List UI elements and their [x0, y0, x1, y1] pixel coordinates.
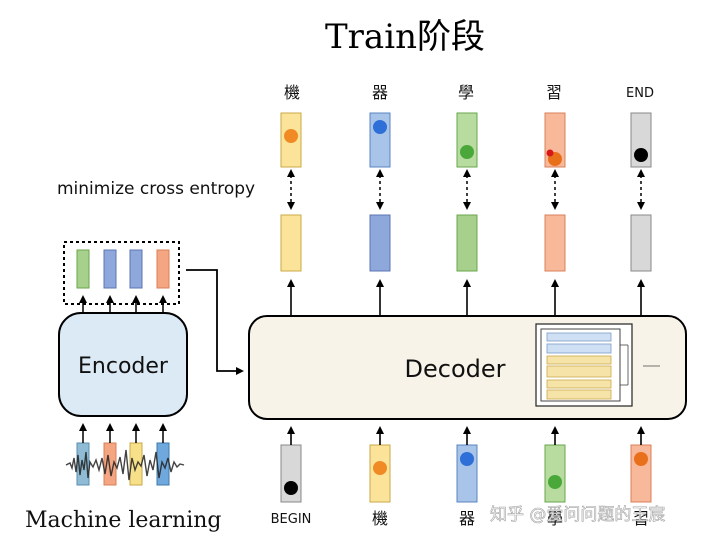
input-label-1: 機	[372, 509, 388, 528]
target-dot-4	[634, 148, 648, 162]
target-label-0: 機	[284, 83, 300, 102]
diagram-title: Train阶段	[325, 17, 485, 57]
decoder-input-labels: BEGIN 機 器 學 習	[271, 509, 649, 528]
encoder-label: Encoder	[78, 354, 169, 379]
decoder-label: Decoder	[405, 355, 506, 383]
target-error-mark	[546, 149, 554, 157]
output-vector-2	[456, 214, 478, 272]
input-dot-2	[460, 452, 474, 466]
encoder-box	[58, 312, 188, 417]
target-dot-2	[460, 145, 474, 159]
input-label-3: 學	[547, 509, 563, 528]
decoder-output-arrows	[287, 279, 645, 316]
encoder-output-vector-1	[103, 249, 117, 289]
encoder-output-vector-2	[129, 249, 143, 289]
input-dot-1	[373, 461, 387, 475]
target-dot-0	[284, 129, 298, 143]
audio-waveform	[65, 449, 185, 481]
input-dot-0	[284, 481, 298, 495]
decoder-output-vectors	[280, 214, 652, 272]
encoder-input-label: Machine learning	[25, 508, 222, 533]
encoder-output-arrows	[79, 295, 167, 313]
encoder-output-vectors	[76, 249, 170, 289]
watermark: 知乎 @爱问问题的王宸	[490, 505, 665, 525]
target-label-2: 學	[458, 83, 474, 102]
target-labels: 機 器 學 習 END	[284, 83, 654, 102]
encoder-output-vector-3	[156, 249, 170, 289]
encoder-decoder-connector	[186, 269, 244, 375]
target-label-4: END	[626, 86, 654, 101]
decoder-architecture-thumbnail	[535, 323, 660, 407]
target-label-1: 器	[372, 83, 388, 102]
input-label-0: BEGIN	[271, 512, 312, 527]
output-vector-1	[369, 214, 391, 272]
encoder-input-arrows	[79, 423, 167, 443]
output-vector-3	[544, 214, 566, 272]
output-vector-4	[630, 214, 652, 272]
encoder-output-group	[63, 241, 180, 305]
encoder-output-vector-0	[76, 249, 90, 289]
input-vector-3	[544, 444, 566, 503]
input-dot-3	[548, 475, 562, 489]
target-vectors	[280, 112, 652, 168]
input-label-4: 習	[633, 509, 649, 528]
output-vector-0	[280, 214, 302, 272]
cross-entropy-label: minimize cross entropy	[57, 179, 255, 199]
decoder-input-vectors	[280, 444, 652, 503]
target-dot-1	[373, 120, 387, 134]
decoder-input-arrows	[287, 426, 645, 445]
cross-entropy-links	[287, 169, 645, 210]
input-label-2: 器	[459, 509, 475, 528]
input-dot-4	[634, 452, 648, 466]
target-label-3: 習	[546, 83, 562, 102]
